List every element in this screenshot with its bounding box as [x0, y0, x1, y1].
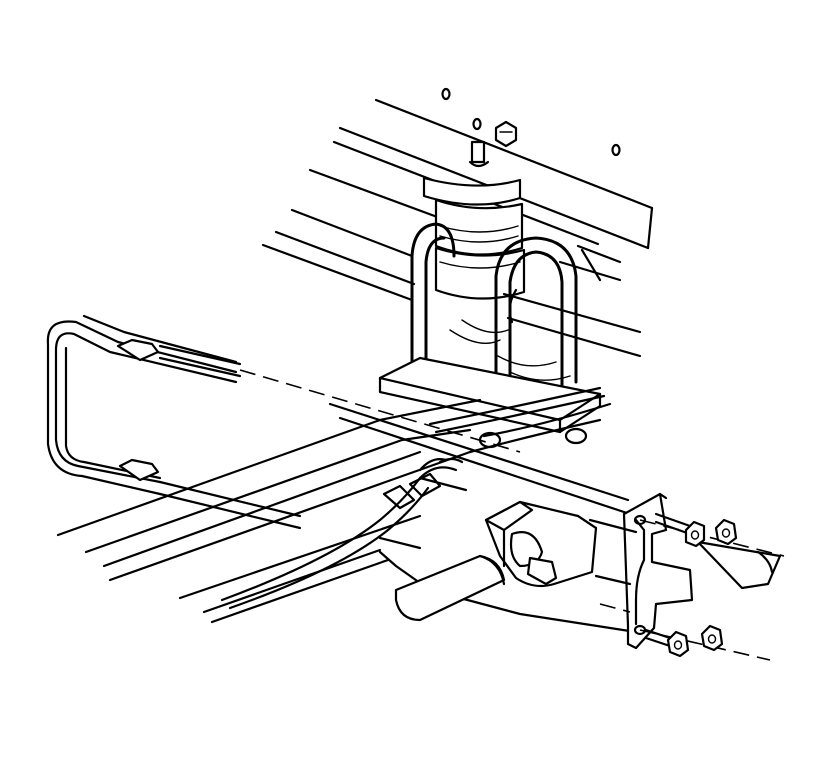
spring-spacer [422, 176, 526, 300]
bracket-nut [714, 518, 738, 546]
stabilizer-bushing-clamp [484, 500, 598, 588]
stabilizer-bushing [116, 338, 160, 362]
rear-axle-tube-upper [502, 248, 642, 358]
frame-mounting-hole [472, 117, 482, 131]
bracket-bolt-hole [633, 514, 647, 526]
bracket-nut [700, 624, 724, 652]
spring-seat-plate [378, 319, 602, 434]
bracket-nut [666, 630, 690, 658]
stabilizer-shaft [46, 314, 238, 496]
u-bolt [410, 222, 578, 406]
frame-mounting-holes [441, 87, 621, 157]
axle-detail-lines [418, 476, 638, 586]
bracket-bolt-upper [654, 512, 738, 548]
stabilizer-mounting-bracket [622, 492, 694, 650]
bracket-nut [684, 520, 706, 548]
brake-line [220, 457, 464, 610]
rear-axle-housing [378, 536, 782, 634]
frame-mounting-hole [441, 87, 451, 101]
frame-mounting-hole [611, 143, 621, 157]
spring-stud-and-nut [468, 120, 518, 168]
stabilizer-bushing [118, 458, 160, 482]
bracket-bolt-lower [644, 624, 724, 658]
leaf-spring-lower [428, 386, 612, 454]
bolt-alignment-lines [599, 519, 785, 661]
frame-rail [56, 398, 482, 624]
